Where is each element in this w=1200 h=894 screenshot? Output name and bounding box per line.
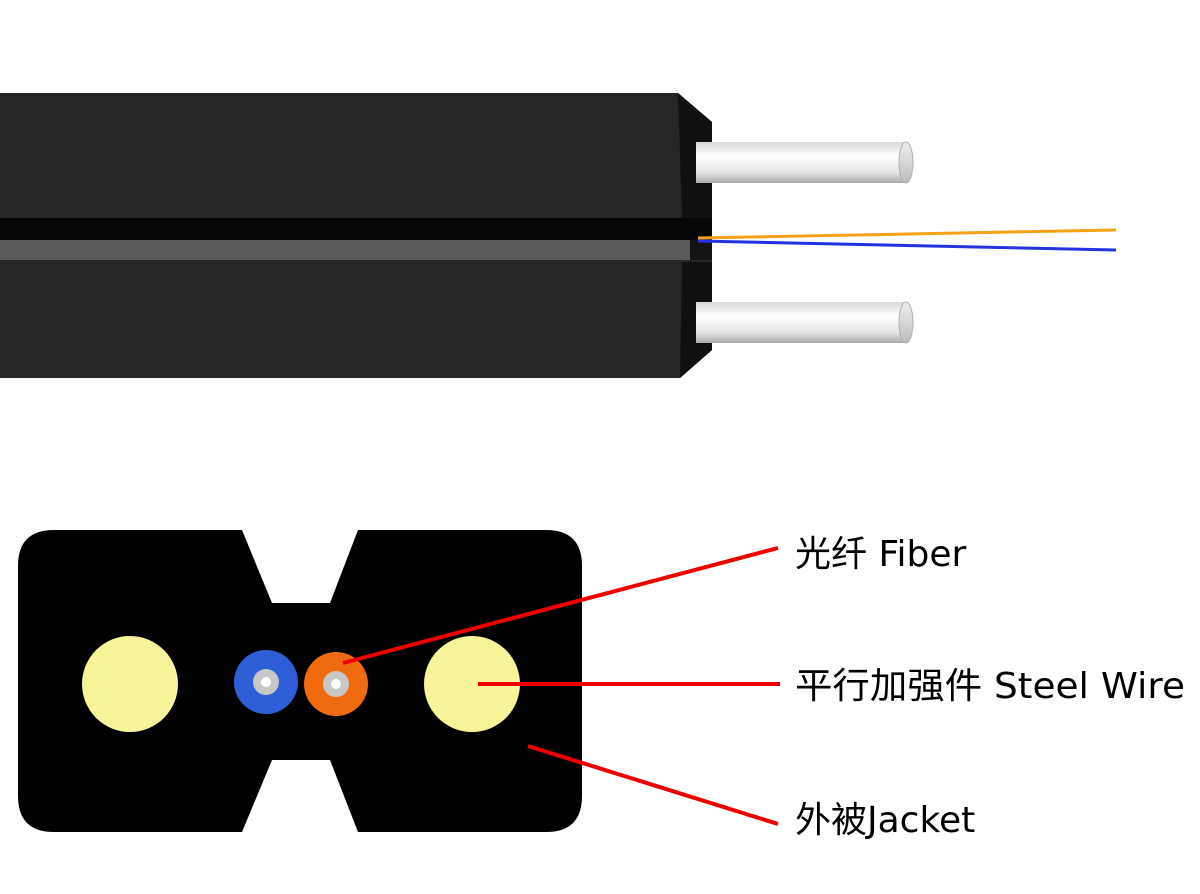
label-steel-wire: 平行加强件 Steel Wire [795, 666, 1185, 707]
label-fiber: 光纤 Fiber [795, 534, 967, 575]
fiber-strand-blue [697, 239, 1117, 252]
leader-line-jacket [527, 744, 779, 826]
cable-upper-end-face [678, 93, 712, 218]
steel-wire-left [82, 636, 178, 732]
label-jacket: 外被Jacket [795, 800, 975, 841]
leader-line-fiber [342, 546, 779, 665]
cable-upper-jacket [0, 93, 712, 218]
steel-wire-right [424, 636, 520, 732]
cable-lower-jacket [0, 260, 712, 378]
jacket-cross-section [18, 530, 582, 832]
fiber-orange [304, 652, 368, 716]
cable-cross-section [18, 530, 582, 832]
fiber-strand-orange [697, 228, 1117, 240]
steel-rod-upper [696, 141, 914, 184]
cable-side-view [0, 93, 1117, 378]
leader-lines [342, 546, 780, 826]
cable-groove-dark [0, 218, 712, 240]
steel-rod-lower [696, 301, 914, 344]
fiber-blue [234, 650, 298, 714]
cable-groove-light [0, 240, 690, 260]
